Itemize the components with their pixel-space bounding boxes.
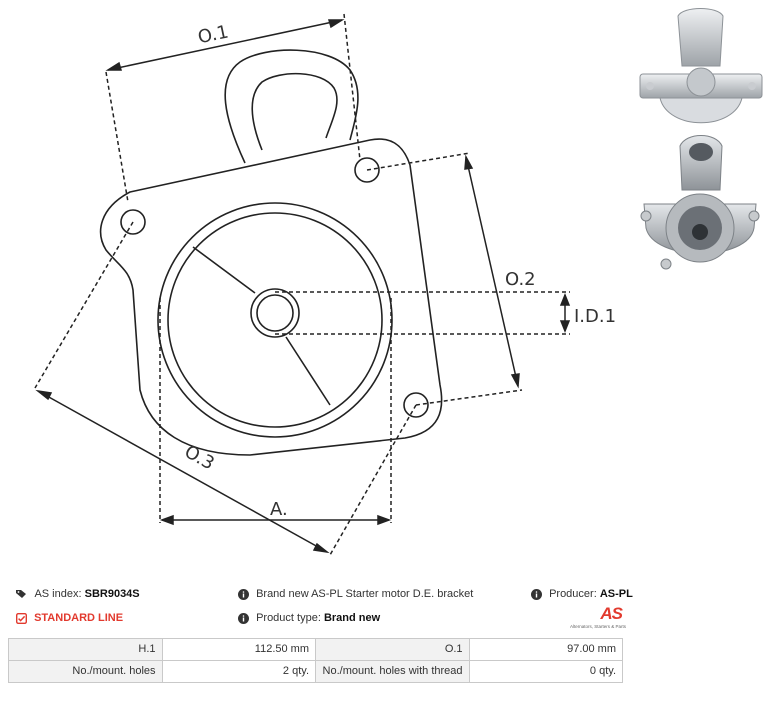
tags-icon bbox=[16, 590, 26, 599]
spec-label: O.1 bbox=[315, 638, 470, 661]
producer-label: Producer: bbox=[549, 588, 597, 600]
top-lug-outline bbox=[224, 49, 359, 164]
product-photo-top bbox=[639, 8, 763, 124]
pilot-inner bbox=[167, 212, 383, 428]
logo-tagline: Alternators, Starters & Parts bbox=[569, 624, 626, 629]
spec-label: No./mount. holes with thread bbox=[315, 660, 470, 683]
description-text: Brand new AS-PL Starter motor D.E. brack… bbox=[256, 588, 474, 600]
bore-inner bbox=[256, 294, 294, 332]
spec-value: 2 qty. bbox=[161, 660, 317, 683]
standard-line-label: STANDARD LINE bbox=[34, 612, 124, 624]
logo-mark: AS bbox=[600, 604, 623, 623]
info-circle-icon bbox=[238, 588, 249, 600]
dim-label-id1: I.D.1 bbox=[574, 306, 616, 327]
as-index-label: AS index: bbox=[34, 588, 82, 600]
spec-label: No./mount. holes bbox=[8, 660, 163, 683]
spec-value: 0 qty. bbox=[468, 660, 624, 683]
spec-value: 112.50 mm bbox=[161, 638, 317, 661]
dim-label-o2: O.2 bbox=[505, 269, 536, 290]
dim-label-a: A. bbox=[270, 499, 288, 520]
product-photo-bottom bbox=[640, 135, 760, 270]
standard-line-row: STANDARD LINE bbox=[16, 612, 123, 624]
mount-hole-left bbox=[120, 209, 146, 235]
pilot-outer bbox=[157, 202, 393, 438]
technical-drawing: O.1 O.2 O.3 A. I.D.1 bbox=[34, 13, 616, 556]
bracket-outline bbox=[99, 138, 443, 456]
dim-label-o3: O.3 bbox=[181, 441, 218, 474]
as-index-row: AS index: SBR9034S bbox=[16, 588, 140, 600]
product-type-value: Brand new bbox=[323, 612, 381, 624]
table-row: H.1 112.50 mm O.1 97.00 mm bbox=[8, 638, 624, 661]
as-pl-logo: AS Alternators, Starters & Parts bbox=[560, 604, 626, 632]
info-circle-icon bbox=[531, 588, 542, 600]
product-type-row: Product type: Brand new bbox=[238, 612, 380, 624]
as-index-value: SBR9034S bbox=[84, 588, 140, 600]
top-lug-inner bbox=[251, 72, 338, 151]
spec-label: H.1 bbox=[8, 638, 163, 661]
product-type-label: Product type: bbox=[256, 612, 321, 624]
producer-row: Producer: AS-PL bbox=[531, 588, 633, 600]
mount-hole-lower bbox=[403, 392, 429, 418]
bore-outer bbox=[250, 288, 300, 338]
spec-table: H.1 112.50 mm O.1 97.00 mm No./mount. ho… bbox=[8, 638, 624, 683]
description-row: Brand new AS-PL Starter motor D.E. brack… bbox=[238, 588, 473, 600]
spec-value: 97.00 mm bbox=[468, 638, 624, 661]
info-circle-icon bbox=[238, 612, 249, 624]
check-square-icon bbox=[16, 612, 27, 624]
producer-value: AS-PL bbox=[599, 588, 633, 600]
table-row: No./mount. holes 2 qty. No./mount. holes… bbox=[8, 660, 624, 683]
mount-hole-upper bbox=[354, 157, 380, 183]
window-lines bbox=[192, 246, 331, 406]
